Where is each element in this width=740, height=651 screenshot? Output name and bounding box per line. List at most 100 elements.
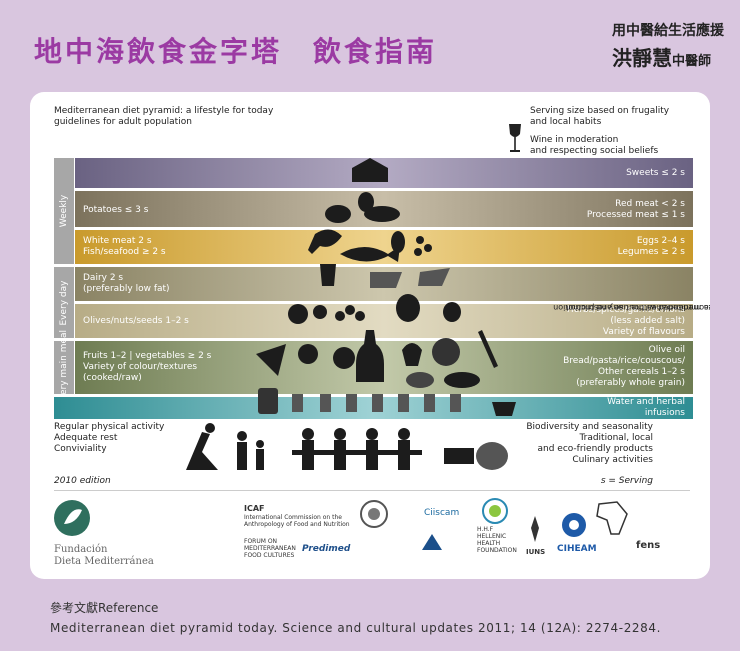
edition-label: 2010 edition	[54, 476, 111, 486]
header-subtitle: 用中醫給生活應援	[612, 23, 724, 39]
lifestyle-activity: Regular physical activity	[54, 422, 165, 432]
olives-icon	[335, 311, 345, 321]
grapes-icon-2	[298, 344, 318, 364]
food-pyramid-illustration	[256, 158, 516, 416]
label-fruits: Fruits 1–2 | vegetables ≥ 2 s	[83, 351, 212, 361]
ciheam-emblem-icon	[562, 513, 586, 537]
label-processed-meat: Processed meat ≤ 1 s	[586, 210, 685, 220]
serving-note-2: and local habits	[530, 117, 602, 127]
label-eggs: Eggs 2–4 s	[636, 236, 685, 246]
hhf-label-1: H.H.F	[477, 526, 494, 533]
label-water: Water and herbal	[607, 397, 685, 407]
label-white-meat: White meat 2 s	[83, 236, 152, 246]
label-sweets: Sweets ≤ 2 s	[626, 168, 685, 178]
author-suffix: 中醫師	[672, 54, 712, 69]
serving-note-1: Serving size based on frugality	[530, 106, 670, 116]
artichoke-icon	[402, 343, 422, 366]
family-icon	[237, 431, 247, 441]
onion-icon	[396, 294, 420, 322]
exercise-icon	[186, 432, 218, 470]
divider	[54, 490, 690, 491]
egg-icon	[358, 192, 374, 212]
potato-icon	[325, 205, 351, 223]
cooking-pot-icon	[444, 448, 474, 464]
intro-line-2: guidelines for adult population	[54, 117, 192, 127]
garlic-icon	[443, 302, 461, 322]
reference-label: 參考文獻Reference	[50, 601, 159, 615]
label-herbs-flavours: Variety of flavours	[602, 327, 685, 337]
intro-line-1: Mediterranean diet pyramid: a lifestyle …	[54, 106, 274, 116]
wine-note-1: Wine in moderation	[530, 135, 619, 145]
glass-icon	[292, 394, 303, 412]
lifestyle-eco: and eco-friendly products	[537, 444, 653, 454]
hhf-logo-icon	[482, 498, 508, 524]
hhf-label-2: HELLENIC	[477, 533, 507, 540]
fish-icon	[340, 246, 400, 262]
apple-icon	[333, 347, 355, 369]
label-olive-oil: Olive oil	[648, 345, 685, 355]
frequency-every-main-meal: Every main meal	[54, 329, 74, 406]
label-herbs-salt: (less added salt)	[610, 316, 685, 326]
icaf-desc-2: Anthropology of Food and Nutrition	[244, 521, 350, 528]
icaf-logo: ICAF	[244, 504, 265, 513]
label-fruits-cooked: (cooked/raw)	[83, 373, 142, 383]
reference-citation: Mediterranean diet pyramid today. Scienc…	[50, 621, 662, 635]
label-olives: Olives/nuts/seeds 1–2 s	[83, 316, 189, 326]
university-seal-icon	[360, 500, 388, 528]
grapes-icon	[313, 305, 327, 319]
copyright-notice: © 2010 Fundación dieta mediterránea the …	[553, 303, 710, 312]
fens-logo: fens	[636, 540, 661, 551]
label-whole-grain: (preferably whole grain)	[576, 378, 685, 388]
beans-icon	[416, 236, 424, 244]
label-fish: Fish/seafood ≥ 2 s	[83, 247, 166, 257]
forum-logo-1: FORUM ON	[244, 538, 278, 545]
lifestyle-biodiversity: Biodiversity and seasonality	[526, 422, 653, 432]
cheese-wedge-icon	[418, 268, 450, 286]
lifestyle-traditional: Traditional, local	[579, 433, 653, 443]
pasta-icon	[406, 372, 434, 388]
teacup-icon	[492, 402, 516, 416]
foundation-name-1: Fundación	[54, 544, 108, 555]
label-dairy-note: (preferably low fat)	[83, 284, 170, 294]
frequency-weekly: Weekly	[54, 158, 74, 264]
label-legumes: Legumes ≥ 2 s	[617, 247, 685, 257]
lifestyle-conviviality: Conviviality	[54, 444, 107, 454]
label-red-meat: Red meat < 2 s	[615, 199, 685, 209]
olive-oil-bottle-icon	[356, 330, 384, 382]
bread-icon	[444, 372, 480, 388]
label-cereals: Other cereals 1–2 s	[597, 367, 685, 377]
chicken-leg-icon	[308, 229, 342, 254]
cabbage-icon	[432, 338, 460, 366]
egg-icon-2	[391, 231, 405, 253]
author-name: 洪靜慧	[612, 46, 672, 70]
forum-logo-2: MEDITERRANEAN	[244, 545, 296, 552]
band-white-meat: White meat 2 s Fish/seafood ≥ 2 s Eggs 2…	[75, 230, 693, 264]
label-fruits-variety: Variety of colour/textures	[83, 362, 198, 372]
label-herbs: Herbs/spices/garlic/onions	[566, 305, 685, 315]
forum-logo-3: FOOD CULTURES	[244, 552, 295, 559]
serving-legend: s = Serving	[600, 476, 653, 486]
wine-glass-icon	[509, 124, 521, 152]
wheat-emblem-icon	[531, 516, 539, 542]
melon-icon	[288, 304, 308, 324]
band-olives: Olives/nuts/seeds 1–2 s Herbs/spices/gar…	[75, 304, 693, 338]
pyramid-card: Mediterranean diet pyramid: a lifestyle …	[30, 92, 710, 579]
basket-icon	[476, 442, 508, 470]
pitcher-icon	[258, 388, 278, 414]
foundation-name-2: Dieta Mediterránea	[54, 556, 154, 567]
ciiscam-logo: Ciiscam	[424, 508, 460, 518]
sausage-icon	[364, 206, 400, 222]
africa-map-icon	[596, 501, 628, 535]
label-infusions: infusions	[644, 408, 685, 418]
yogurt-icon	[320, 264, 336, 286]
foundation-logo	[54, 500, 90, 536]
icaf-desc-1: International Commission on the	[244, 514, 342, 521]
cheese-icon	[370, 272, 402, 288]
header-title: 地中海飲食金字塔 飲食指南	[34, 35, 438, 68]
lifestyle-illustration	[186, 423, 508, 470]
lifestyle-culinary: Culinary activities	[572, 455, 653, 465]
hhf-label-4: FOUNDATION	[477, 547, 517, 554]
frequency-every-day: Every day	[54, 267, 74, 338]
wine-note-2: and respecting social beliefs	[530, 146, 659, 156]
university-building-icon	[422, 534, 442, 550]
